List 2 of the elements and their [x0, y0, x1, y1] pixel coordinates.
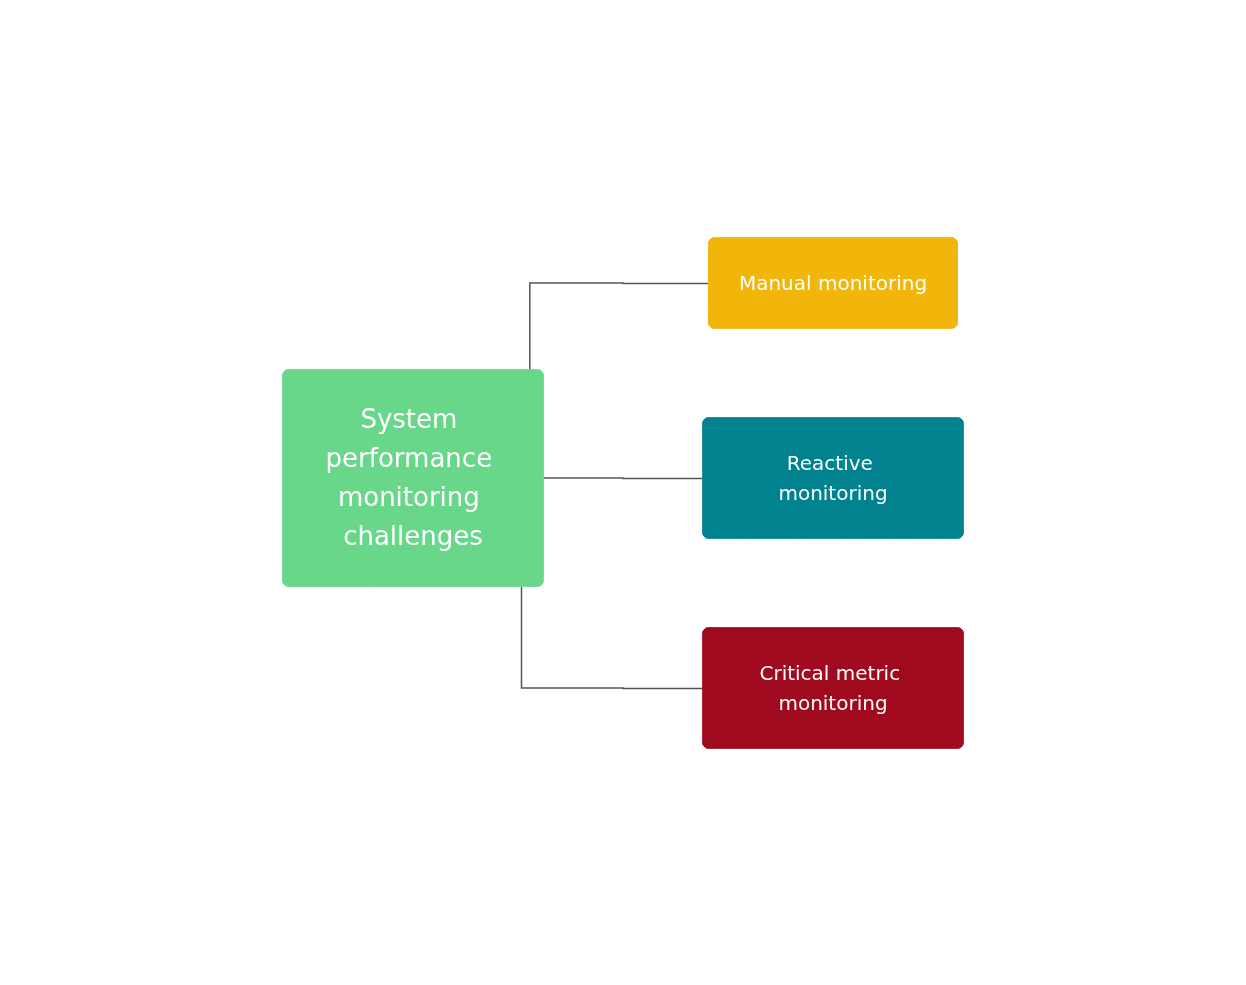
connector: [520, 585, 705, 689]
connector: [542, 476, 705, 479]
